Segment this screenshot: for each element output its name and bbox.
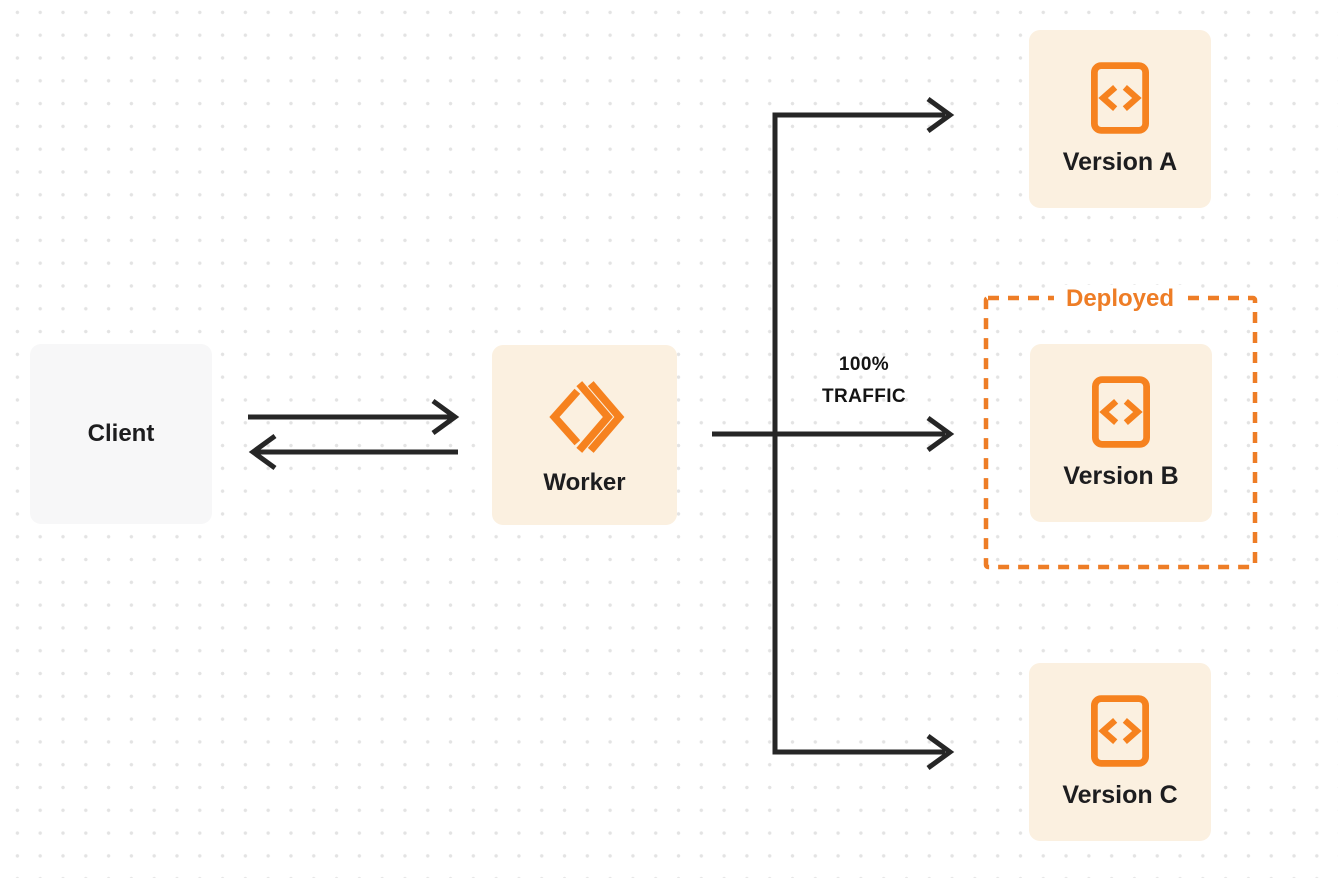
worker-label: Worker	[543, 469, 626, 497]
client-node: Client	[30, 344, 212, 524]
worker-to-version-c-arrowhead	[926, 733, 955, 771]
worker-node: Worker	[492, 345, 677, 525]
worker-to-version-a-arrowhead	[926, 96, 955, 134]
version-a-label: Version A	[1062, 147, 1178, 176]
worker-to-version-b-arrow	[712, 415, 955, 453]
workers-double-chevron-icon	[543, 378, 627, 456]
version-c-node: Version C	[1029, 663, 1211, 841]
code-document-icon	[1092, 375, 1150, 448]
version-b-node: Version B	[1030, 344, 1212, 522]
traffic-label-line2: TRAFFIC	[821, 386, 907, 407]
client-to-worker-arrow	[248, 398, 460, 436]
traffic-label-line1: 100%	[838, 354, 890, 375]
version-c-label: Version C	[1062, 780, 1178, 809]
version-a-node: Version A	[1029, 30, 1211, 208]
branch-trunk	[772, 112, 945, 755]
code-document-icon	[1091, 61, 1149, 134]
deployed-group-label: Deployed	[1053, 285, 1187, 313]
version-b-label: Version B	[1063, 461, 1179, 490]
code-document-icon	[1091, 694, 1149, 767]
traffic-label: 100% TRAFFIC	[794, 349, 934, 413]
deployed-group-border	[983, 295, 1258, 570]
worker-to-client-arrow	[248, 433, 458, 471]
client-label: Client	[87, 419, 155, 447]
